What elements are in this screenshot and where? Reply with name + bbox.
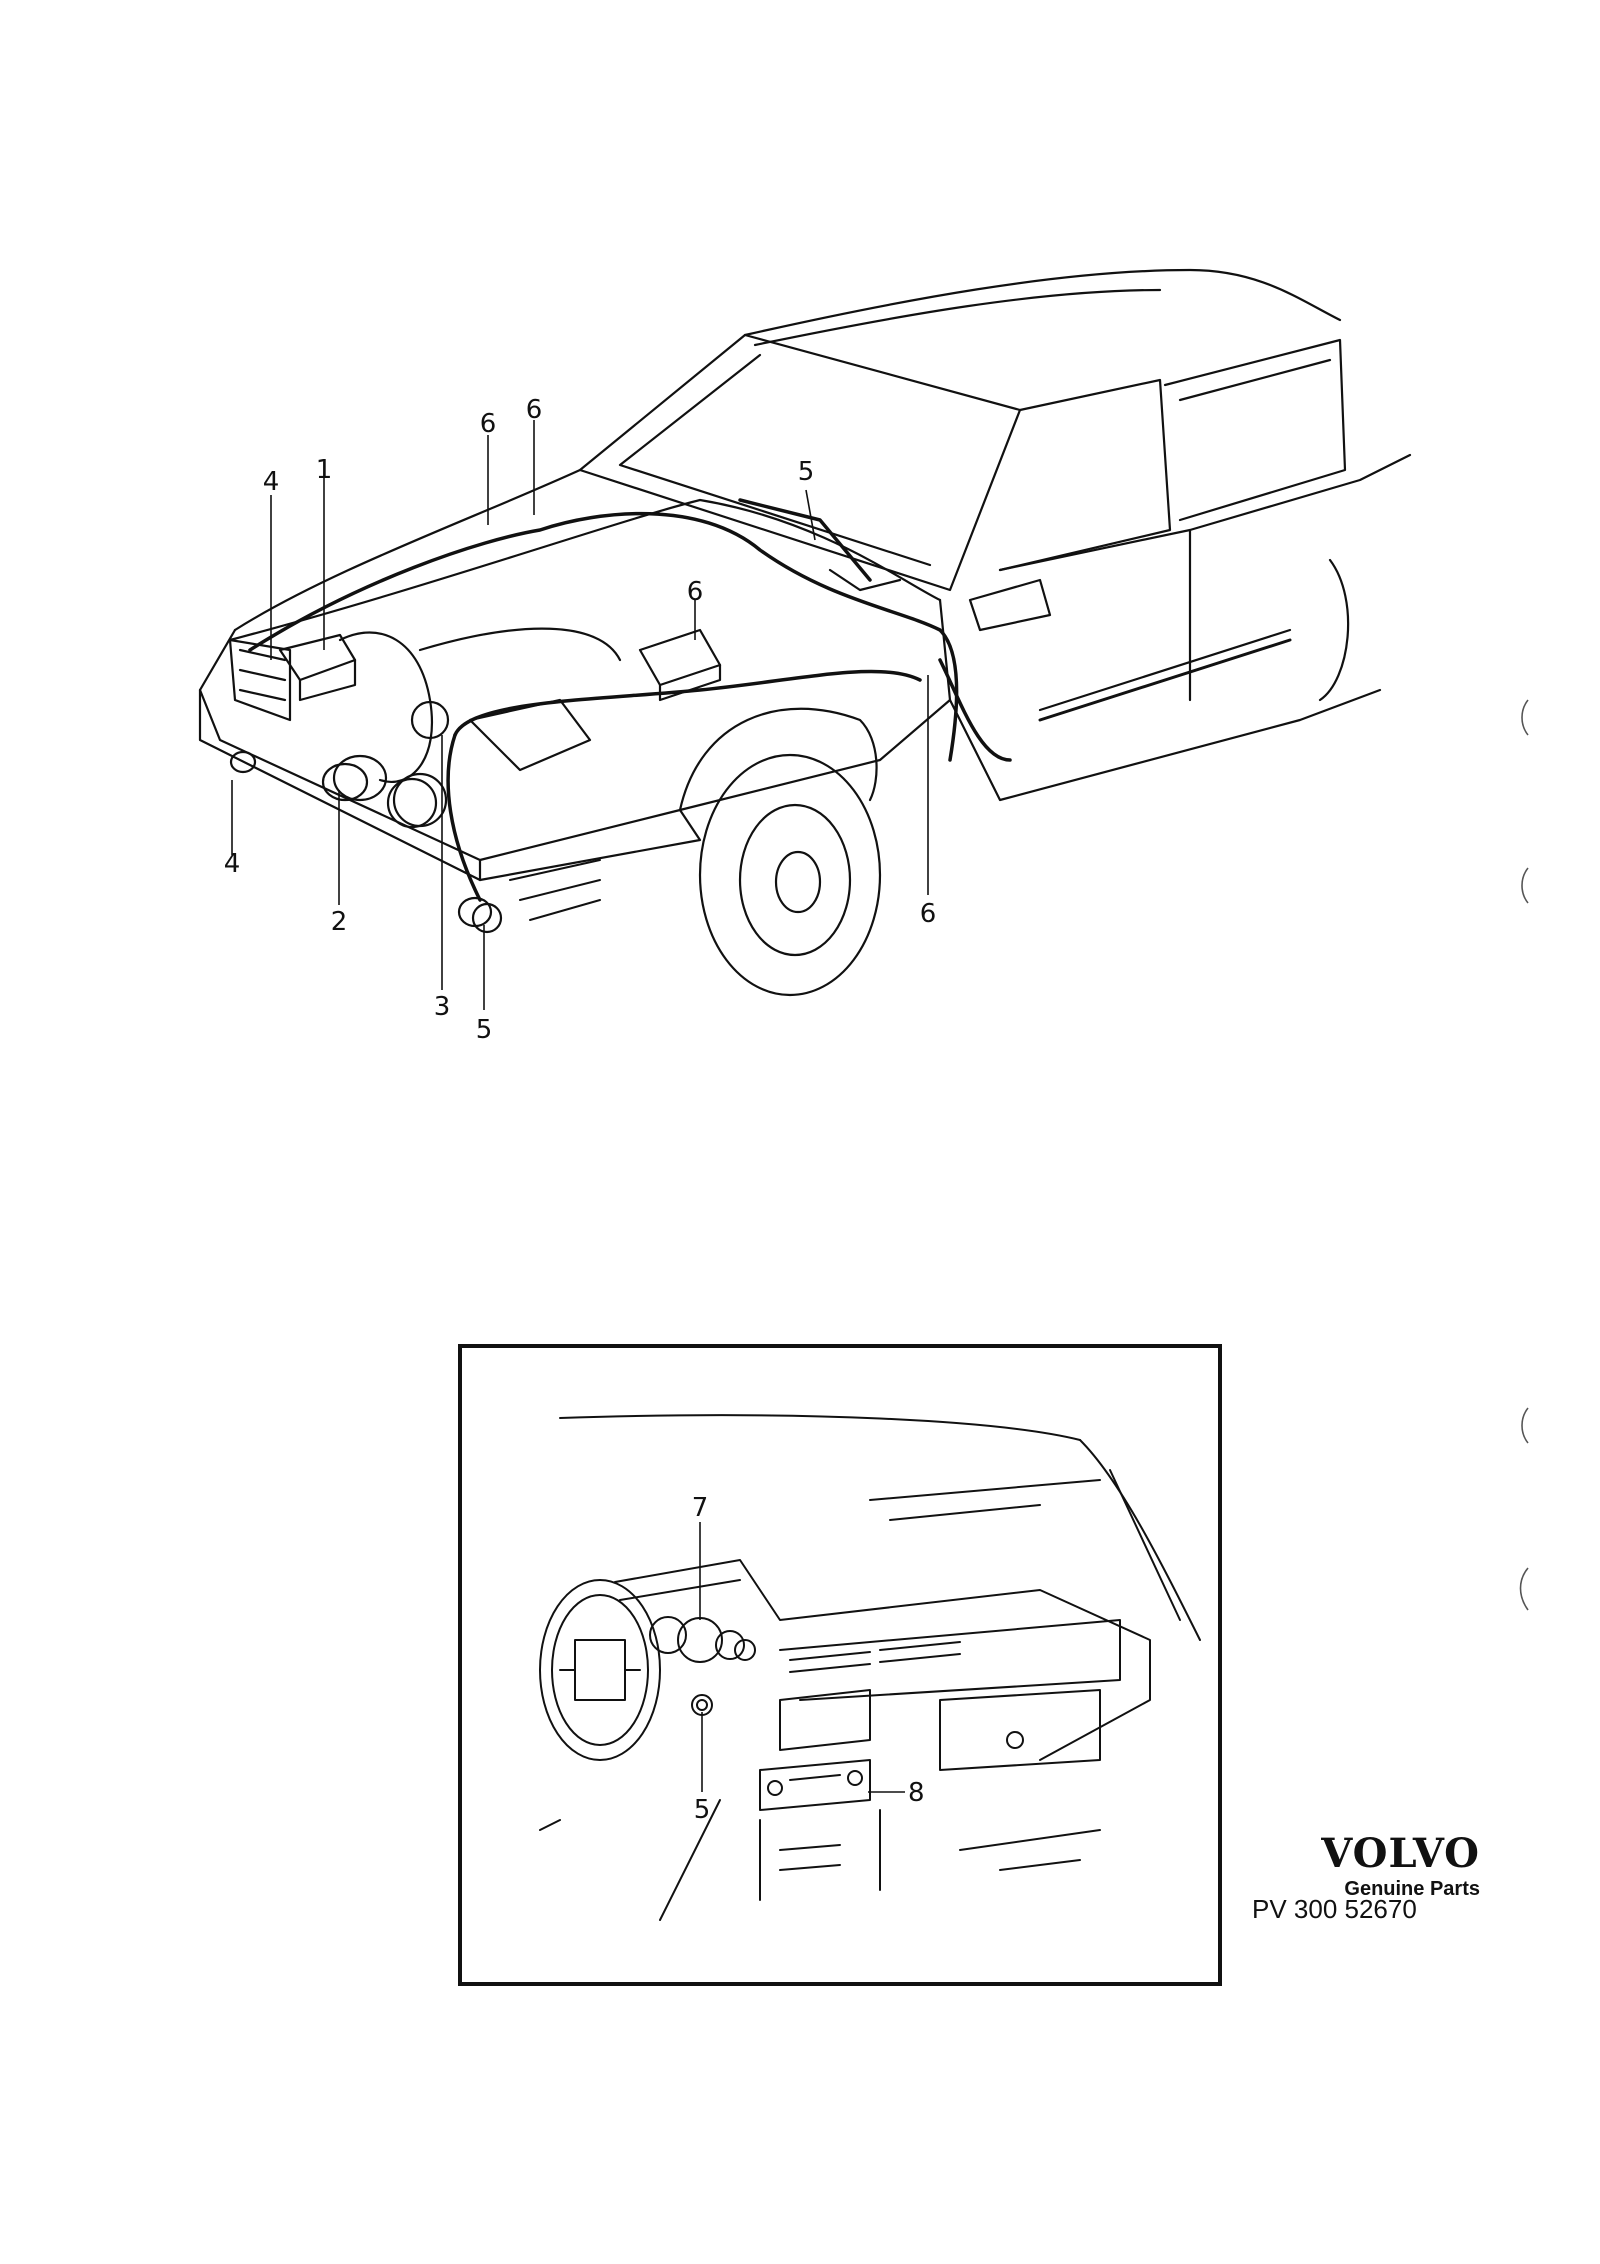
brand-block: VOLVO Genuine Parts [1240, 1832, 1480, 1902]
dashboard-illustration [539, 1414, 1201, 1921]
inset-frame [458, 1344, 1222, 1986]
callout-label: 5 [798, 457, 815, 487]
callout-label: 6 [687, 577, 704, 607]
inset-callout-leaders [699, 1522, 905, 1793]
callout-label: 6 [480, 409, 497, 439]
callout-label: 5 [476, 1015, 493, 1045]
callout-label: 7 [692, 1493, 709, 1523]
callout-label: 5 [694, 1795, 711, 1825]
main-callout-labels: 4 1 6 6 5 6 4 2 3 5 6 [224, 395, 937, 1045]
inset-callout-labels: 7 5 8 [692, 1493, 925, 1825]
callout-label: 4 [224, 849, 241, 879]
document-number: PV 300 52670 [1252, 1894, 1417, 1924]
brand-logo: VOLVO [1321, 1830, 1480, 1877]
brand-subtitle: Genuine Parts [1344, 1878, 1480, 1900]
margin-marks [1519, 699, 1529, 1611]
callout-label: 1 [316, 455, 333, 485]
main-callout-leaders [231, 420, 929, 1010]
callout-label: 6 [526, 395, 543, 425]
car-illustration [198, 268, 1412, 997]
callout-label: 4 [263, 467, 280, 497]
inset-panel: 7 5 8 [458, 1344, 1222, 1986]
callout-label: 6 [920, 899, 937, 929]
callout-label: 2 [331, 907, 348, 937]
callout-label: 3 [434, 992, 451, 1022]
callout-label: 8 [908, 1778, 925, 1808]
